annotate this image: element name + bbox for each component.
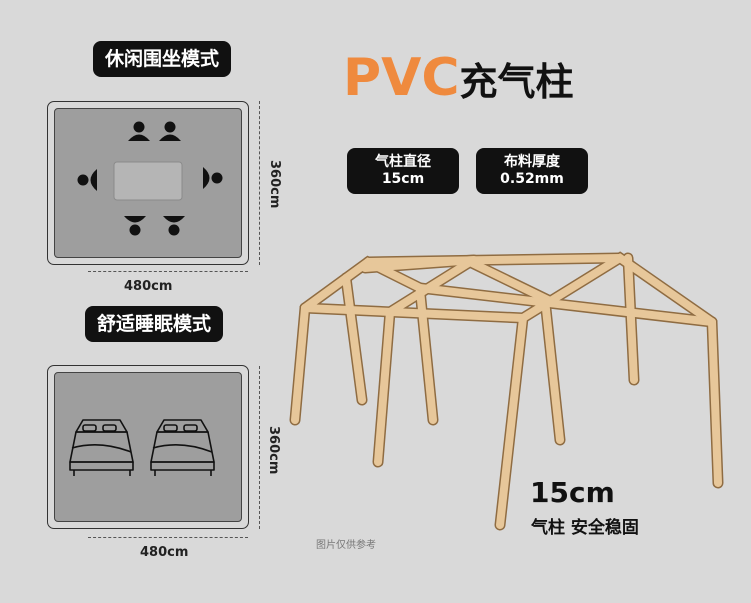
floor-plan-sleep	[47, 365, 249, 529]
spec-diameter-label: 气柱直径	[375, 154, 431, 170]
title-prefix: PVC	[343, 48, 460, 108]
title-suffix: 充气柱	[459, 60, 574, 104]
width-label-lounge: 480cm	[124, 279, 173, 294]
bed-icon	[69, 419, 134, 476]
table-icon	[113, 161, 183, 201]
page-title: PVC充气柱	[343, 48, 574, 108]
spec-thickness-label: 布料厚度	[504, 154, 560, 170]
dim-line-horizontal	[88, 271, 248, 272]
spec-thickness-value: 0.52mm	[500, 171, 564, 187]
width-label-sleep: 480cm	[140, 545, 189, 560]
reference-note: 图片仅供参考	[316, 540, 376, 551]
dim-line-vertical	[259, 366, 260, 529]
spec-thickness: 布料厚度 0.52mm	[476, 148, 588, 194]
dim-line-horizontal	[88, 537, 248, 538]
person-icon	[128, 121, 150, 141]
person-icon	[124, 216, 146, 236]
mode-label-lounge: 休闲围坐模式	[93, 41, 232, 77]
pole-caption: 气柱 安全稳固	[531, 518, 639, 538]
person-icon	[77, 169, 97, 191]
person-icon	[163, 216, 185, 236]
bed-icon	[150, 419, 215, 476]
person-icon	[159, 121, 181, 141]
person-icon	[203, 167, 223, 189]
pole-size: 15cm	[530, 476, 615, 509]
spec-diameter: 气柱直径 15cm	[347, 148, 459, 194]
dim-line-vertical	[259, 101, 260, 265]
inflatable-frame	[289, 251, 724, 531]
spec-diameter-value: 15cm	[381, 171, 425, 187]
mode-label-sleep: 舒适睡眠模式	[85, 306, 224, 342]
